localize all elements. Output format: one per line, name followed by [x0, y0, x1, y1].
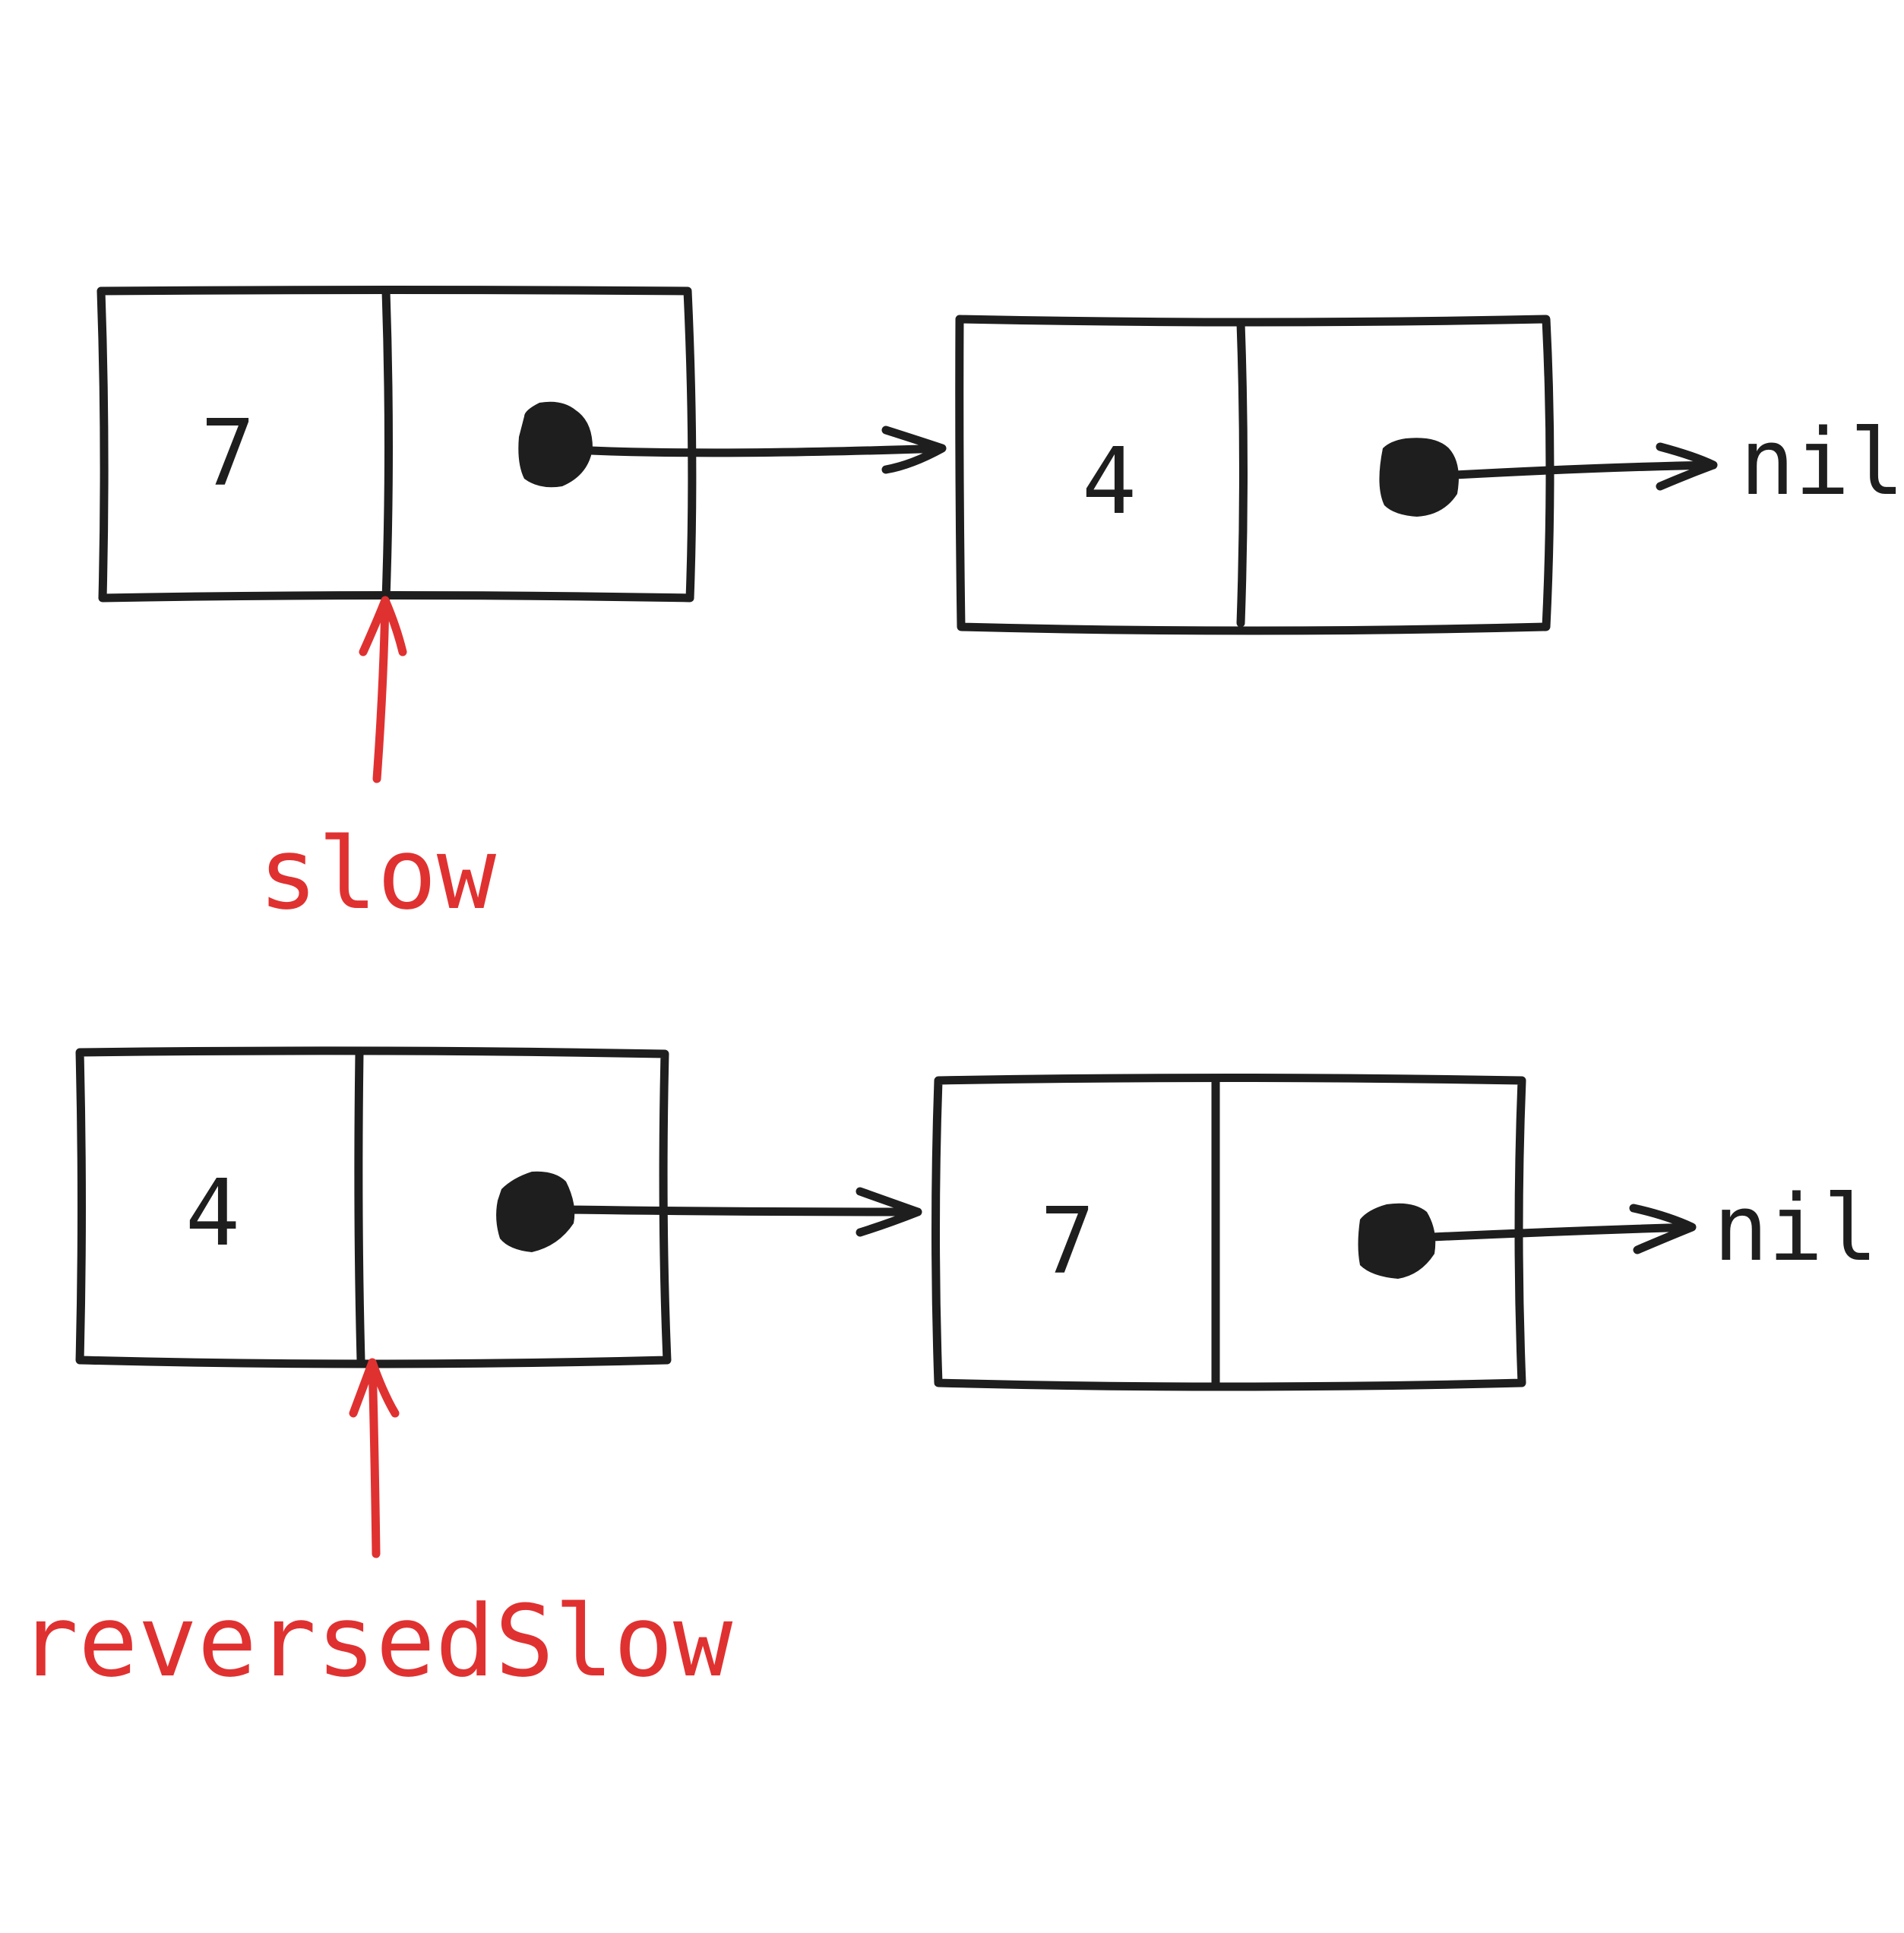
pointer-reversed-slow-arrow — [349, 1358, 400, 1558]
reversed-node-2: 7 nil — [931, 1074, 1878, 1391]
node-1-next-arrow — [587, 426, 947, 474]
node-1-box — [96, 286, 697, 603]
reversed-node-1-value: 4 — [185, 1161, 240, 1267]
node-2-terminal: nil — [1740, 410, 1904, 516]
list-original: 7 4 nil slow — [96, 286, 1904, 932]
reversed-node-1: 4 — [75, 1046, 922, 1368]
pointer-slow: slow — [258, 596, 497, 932]
node-1-pointer-dot — [518, 401, 593, 488]
reversed-node-2-pointer-dot — [1358, 1203, 1436, 1279]
reversed-node-2-terminal: nil — [1713, 1176, 1878, 1282]
node-1-value: 7 — [201, 401, 255, 507]
node-2-divider — [1236, 318, 1248, 628]
pointer-slow-label: slow — [258, 816, 497, 932]
reversed-node-1-box — [75, 1046, 672, 1368]
reversed-node-2-value: 7 — [1040, 1189, 1095, 1295]
reversed-node-1-pointer-dot — [496, 1171, 575, 1252]
reversed-node-1-next-arrow — [567, 1187, 922, 1237]
node-2-value: 4 — [1082, 429, 1137, 535]
pointer-reversed-slow-label: reversedSlow — [19, 1583, 733, 1699]
pointer-reversed-slow: reversedSlow — [19, 1358, 733, 1699]
node-2-pointer-dot — [1379, 438, 1459, 517]
node-2-next-arrow — [1450, 442, 1718, 491]
reversed-node-2-box — [931, 1074, 1526, 1391]
pointer-slow-arrow — [359, 596, 407, 783]
node-2-box — [955, 315, 1555, 635]
list-reversed: 4 7 nil reversedSlow — [19, 1046, 1878, 1699]
node-1-divider — [381, 286, 393, 603]
reversed-node-1-divider — [354, 1049, 365, 1365]
node-1: 7 — [96, 286, 947, 603]
node-2: 4 nil — [955, 315, 1904, 635]
reversed-node-2-next-arrow — [1428, 1204, 1697, 1254]
